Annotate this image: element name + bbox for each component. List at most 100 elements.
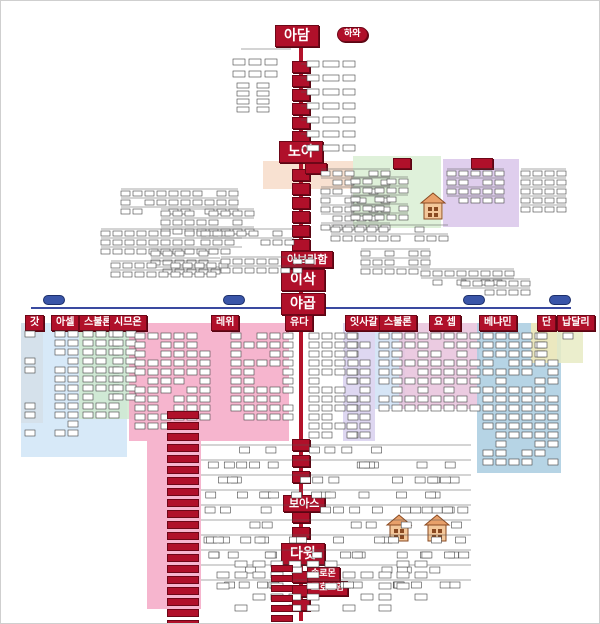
gene-node	[372, 259, 383, 266]
gene-node	[308, 368, 320, 376]
gene-node	[148, 248, 159, 255]
levi-stack-item	[167, 444, 199, 452]
gene-node	[184, 230, 195, 237]
judah-name-stack	[271, 565, 295, 623]
trunk-seg	[292, 61, 310, 73]
gene-node	[256, 98, 270, 105]
gene-node	[232, 219, 243, 226]
gene-node	[429, 476, 440, 484]
gene-node	[378, 235, 389, 242]
gene-node	[333, 536, 344, 544]
gene-node	[332, 206, 343, 213]
gene-node	[264, 551, 276, 559]
gene-node	[256, 82, 270, 89]
gene-node	[372, 268, 383, 275]
gene-node	[208, 219, 219, 226]
gene-node	[100, 230, 111, 237]
gene-node	[432, 279, 443, 286]
japheth-tag	[471, 158, 493, 169]
gene-node	[420, 551, 431, 559]
gene-node	[208, 230, 219, 237]
mother-oval	[223, 295, 245, 305]
gene-node	[186, 268, 197, 275]
gene-node	[234, 571, 248, 579]
gene-node	[420, 270, 431, 277]
gene-node	[360, 259, 371, 266]
gene-node	[208, 228, 219, 235]
gene-node	[396, 560, 410, 568]
gene-node	[420, 250, 431, 257]
gene-node	[218, 476, 229, 484]
gene-node	[308, 413, 320, 421]
levi-stack-item	[167, 543, 199, 551]
trunk-seg	[292, 239, 310, 251]
gene-node	[320, 188, 331, 195]
gene-node	[200, 230, 211, 237]
gene-node	[457, 506, 469, 514]
gene-node	[136, 248, 147, 255]
gene-node	[208, 248, 219, 255]
tribe-simeon: 시므온	[109, 315, 147, 331]
levi-stack-item	[167, 488, 199, 496]
gene-node	[396, 268, 407, 275]
gene-node	[429, 566, 441, 574]
gene-node	[378, 571, 392, 579]
gene-node	[204, 208, 215, 215]
levi-stack-item	[167, 576, 199, 584]
gene-node	[260, 506, 272, 514]
levi-stack-item	[167, 411, 199, 419]
trunk-seg	[292, 439, 310, 451]
levi-stack-item	[167, 565, 199, 573]
gene-node	[266, 551, 277, 559]
gene-node	[556, 188, 567, 195]
gene-node	[359, 461, 370, 469]
gene-node	[232, 210, 243, 217]
judah-stack-item	[271, 615, 293, 622]
trunk-seg	[292, 89, 310, 101]
tribe-joseph: 요 셉	[429, 315, 461, 331]
gene-node	[322, 102, 340, 110]
gene-node	[556, 170, 567, 177]
gene-node	[264, 70, 278, 78]
tabernacle-icon	[423, 514, 451, 542]
gene-node	[150, 250, 161, 257]
gene-node	[308, 431, 320, 439]
gene-node	[248, 58, 262, 66]
gene-node	[396, 566, 408, 574]
gene-node	[480, 270, 491, 277]
gene-node	[544, 197, 555, 204]
gene-node	[232, 70, 246, 78]
gene-node	[228, 199, 239, 206]
gene-node	[342, 102, 356, 110]
gene-node	[122, 271, 133, 278]
gene-node	[168, 208, 179, 215]
gene-node	[322, 116, 340, 124]
tribe-zebulun2: 스불론	[379, 315, 417, 331]
gene-node	[172, 210, 183, 217]
gene-node	[258, 536, 269, 544]
gene-node	[162, 259, 173, 266]
gene-node	[223, 461, 235, 469]
gene-node	[520, 206, 531, 213]
gene-node	[144, 190, 155, 197]
judah-stack-item	[271, 585, 293, 592]
gene-node	[122, 262, 133, 269]
gene-node	[112, 248, 123, 255]
gene-node	[170, 262, 181, 269]
gene-node	[206, 536, 217, 544]
gene-node	[180, 190, 191, 197]
gene-node	[212, 536, 224, 544]
gene-node	[520, 170, 531, 177]
gene-node	[367, 461, 379, 469]
gene-node	[484, 289, 495, 296]
gene-node	[556, 206, 567, 213]
gene-node	[341, 446, 353, 454]
gene-node	[444, 551, 455, 559]
judah-stack-item	[271, 595, 293, 602]
gene-node	[556, 179, 567, 186]
gene-node	[148, 239, 159, 246]
gene-node	[484, 280, 495, 287]
gene-node	[429, 491, 441, 499]
gene-node	[120, 199, 131, 206]
gene-node	[172, 228, 183, 235]
